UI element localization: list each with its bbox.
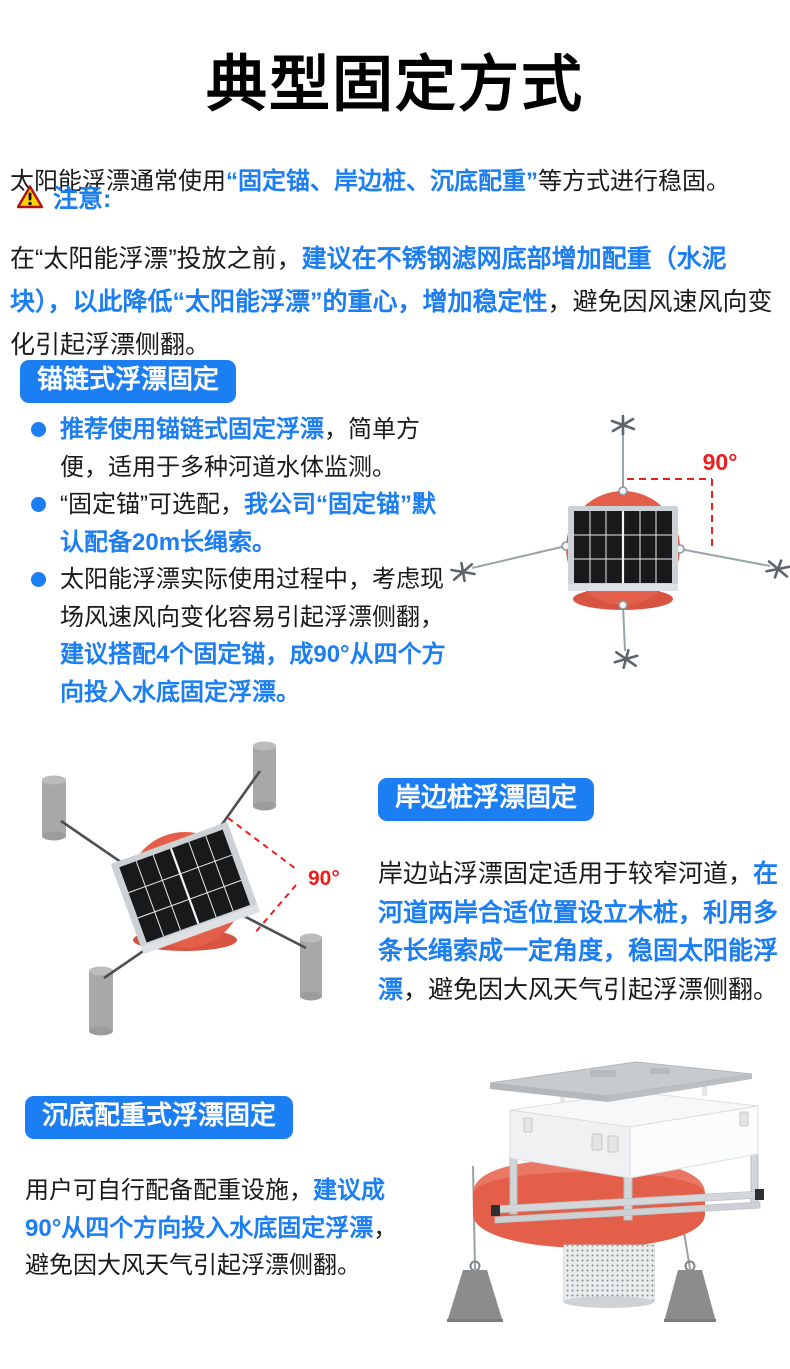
pile-text: 岸边站浮漂固定适用于较窄河道， <box>378 860 754 888</box>
notice-label: 注意: <box>53 185 112 213</box>
bullet-highlight: 建议搭配4个固定锚，成90°从四个方向投入水底固定浮漂。 <box>60 641 446 706</box>
intro-text-end: 等方式进行稳固。 <box>538 168 730 195</box>
page-title: 典型固定方式 <box>205 50 584 118</box>
list-item: 推荐使用锚链式固定浮漂，简单方便，适用于多种河道水体监测。 <box>30 411 458 486</box>
notice-header: 注意: <box>16 179 111 215</box>
bullet-highlight: 推荐使用锚链式固定浮漂 <box>60 416 324 443</box>
angle-annotation: 90° <box>227 817 340 935</box>
solar-panel <box>568 506 678 591</box>
intro-paragraph: 太阳能浮漂通常使用“固定锚、岸边桩、沉底配重”等方式进行稳固。 <box>10 165 784 199</box>
warning-icon <box>16 185 44 209</box>
bullet-dot-icon <box>31 572 46 587</box>
weight-blocks <box>447 1260 716 1322</box>
section-badge-anchor: 锚链式浮漂固定 <box>20 360 237 404</box>
mesh-filter <box>563 1244 655 1308</box>
anchor-mooring-illustration: 90° <box>450 414 790 669</box>
pile-paragraph: 岸边站浮漂固定适用于较窄河道，在河道两岸合适位置设立木桩，利用多条长绳索成一定角… <box>378 855 790 1009</box>
intro-highlight: “固定锚、岸边桩、沉底配重” <box>226 168 538 195</box>
angle-label: 90° <box>308 867 340 890</box>
list-item: 太阳能浮漂实际使用过程中，考虑现场风速风向变化容易引起浮漂侧翻， 建议搭配4个固定… <box>30 561 458 711</box>
solar-plate <box>489 1061 753 1102</box>
pile-cylinders <box>42 741 322 1036</box>
ballast-text-end: ，避免因大风天气引起浮漂侧翻。 <box>25 1214 398 1280</box>
list-item: “固定锚”可选配，我公司“固定锚”默认配备20m长绳索。 <box>30 486 458 561</box>
solar-panel <box>111 822 261 955</box>
anchor-icon <box>450 414 790 669</box>
pile-text-end: ，避免因大风天气引起浮漂侧翻。 <box>403 975 779 1004</box>
rope-lines <box>471 434 771 652</box>
pile-highlight: 在河道两岸合适位置设立木桩，利用多条长绳索成一定角度，稳固太阳能浮漂 <box>378 860 779 1004</box>
angle-label: 90° <box>703 449 738 475</box>
bullet-text: “固定锚”可选配， <box>60 491 244 518</box>
angle-annotation: 90° <box>627 449 737 548</box>
notice-text-end: ，避免因风速风向变化引起浮漂侧翻。 <box>10 288 773 359</box>
section-badge-pile: 岸边桩浮漂固定 <box>378 778 595 822</box>
notice-text: 在“太阳能浮漂”投放之前， <box>10 245 302 273</box>
intro-text: 太阳能浮漂通常使用 <box>10 168 226 195</box>
notice-highlight: 建议在不锈钢滤网底部增加配重（水泥块），以此降低“太阳能浮漂”的重心，增加稳定性 <box>10 245 727 316</box>
equipment-box <box>509 1091 759 1179</box>
ballast-buoy-illustration <box>447 1061 764 1322</box>
pile-mooring-illustration: 90° <box>42 741 340 1036</box>
ballast-text: 用户可自行配备配重设施， <box>25 1177 313 1204</box>
bullet-text: ，简单方便，适用于多种河道水体监测。 <box>60 416 420 481</box>
bullet-dot-icon <box>31 422 46 437</box>
ballast-paragraph: 用户可自行配备配重设施，建议成90°从四个方向投入水底固定浮漂，避免因大风天气引… <box>25 1172 421 1285</box>
ballast-highlight: 建议成90°从四个方向投入水底固定浮漂 <box>25 1177 385 1242</box>
bullet-text: 太阳能浮漂实际使用过程中，考虑现场风速风向变化容易引起浮漂侧翻， <box>60 566 444 631</box>
section-badge-ballast: 沉底配重式浮漂固定 <box>25 1096 294 1140</box>
bullet-highlight: 我公司“固定锚”默认配备20m长绳索。 <box>60 491 436 556</box>
notice-paragraph: 在“太阳能浮漂”投放之前，建议在不锈钢滤网底部增加配重（水泥块），以此降低“太阳… <box>10 238 786 367</box>
anchor-bullet-list: 推荐使用锚链式固定浮漂，简单方便，适用于多种河道水体监测。 “固定锚”可选配，我… <box>30 411 458 711</box>
bullet-dot-icon <box>31 497 46 512</box>
mounting-frame <box>491 1148 764 1224</box>
